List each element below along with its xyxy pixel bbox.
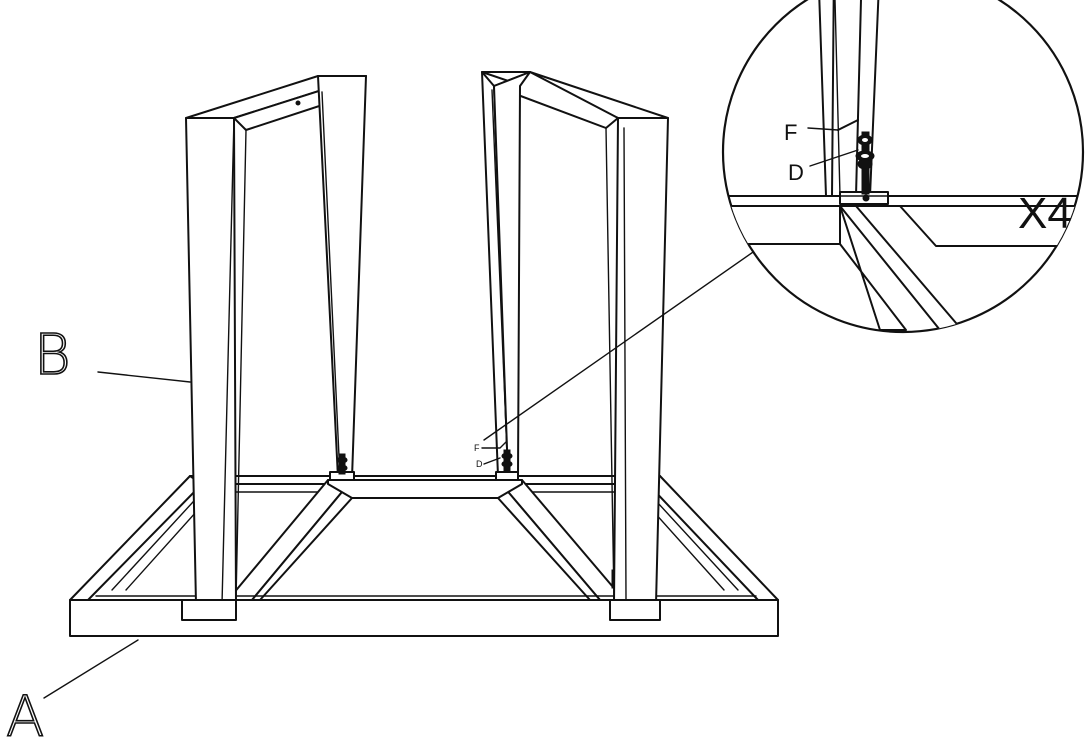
- zoom-detail: F D: [721, 0, 1085, 334]
- leader-line-zoom: [483, 249, 757, 441]
- base-frame-a: [69, 475, 779, 637]
- multiplier-label: X4: [1018, 189, 1072, 238]
- leader-line-b: [97, 371, 191, 383]
- bolt-label: F: [784, 120, 797, 145]
- leg-frame-right: [481, 71, 669, 621]
- label-b: B: [34, 323, 71, 388]
- bolt-label-small: F: [474, 443, 480, 453]
- leg-frame-left: [181, 75, 367, 621]
- washer-label: D: [788, 160, 804, 185]
- label-a: A: [6, 685, 44, 740]
- washer-label-small: D: [476, 459, 483, 469]
- leader-line-a: [43, 639, 139, 699]
